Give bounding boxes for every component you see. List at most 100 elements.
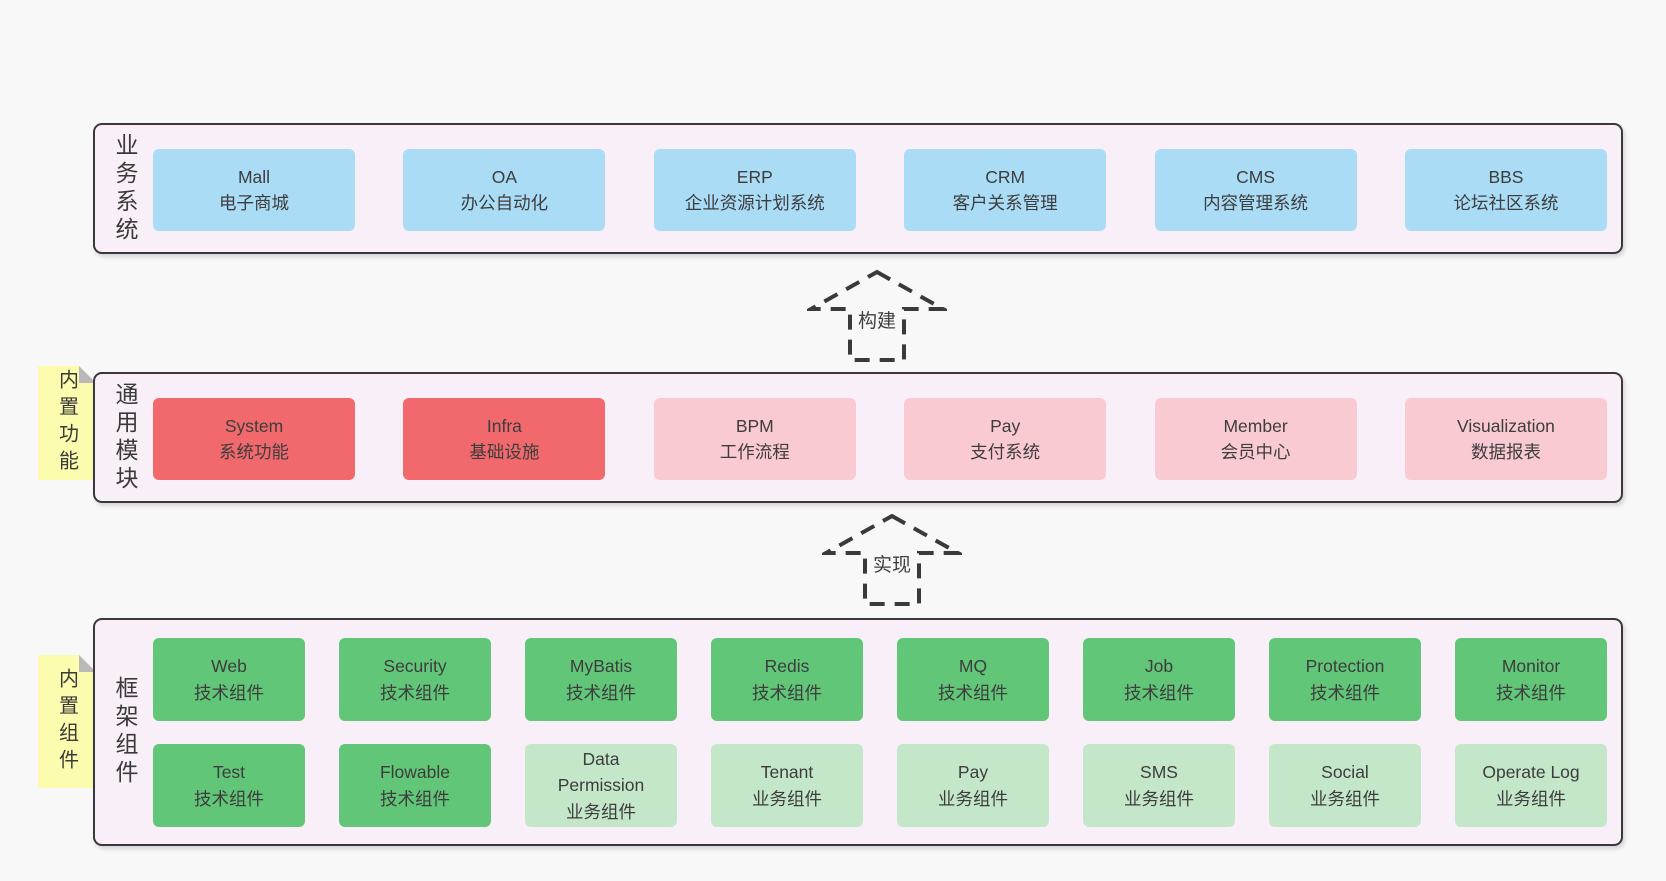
box-title: System xyxy=(224,415,284,436)
box-title: Operate Log xyxy=(1482,762,1580,783)
box-title: MyBatis xyxy=(569,656,633,677)
note-label: 内置组件 xyxy=(55,667,78,776)
box-subtitle: 业务组件 xyxy=(1310,788,1380,809)
box-member: Member 会员中心 xyxy=(1154,398,1357,480)
box-subtitle: 论坛社区系统 xyxy=(1453,193,1559,213)
box-mall: Mall 电子商城 xyxy=(153,149,355,231)
box-title: Visualization xyxy=(1456,415,1555,436)
box-cms: CMS 内容管理系统 xyxy=(1154,149,1357,231)
box-subtitle: 支付系统 xyxy=(970,442,1041,462)
section-header-common-modules: 通用模块 xyxy=(112,381,138,494)
box-subtitle: 会员中心 xyxy=(1220,442,1291,462)
box-title: Mall xyxy=(237,166,271,187)
arrow-build: 构建 xyxy=(807,268,947,364)
box-title: Data Permission xyxy=(557,749,645,796)
box-title: MQ xyxy=(958,656,988,677)
box-title: Job xyxy=(1144,656,1174,677)
box-title: Protection xyxy=(1305,656,1385,677)
box-bpm: BPM 工作流程 xyxy=(653,398,856,480)
box-mq: MQ 技术组件 xyxy=(897,638,1049,721)
box-subtitle: 业务组件 xyxy=(566,801,636,822)
box-subtitle: 电子商城 xyxy=(219,193,289,213)
arrow-implement: 实现 xyxy=(822,512,962,608)
box-security: Security 技术组件 xyxy=(339,638,491,721)
box-data-permission: Data Permission 业务组件 xyxy=(525,744,677,827)
box-erp: ERP 企业资源计划系统 xyxy=(653,149,856,231)
box-title: ERP xyxy=(736,166,773,187)
box-subtitle: 技术组件 xyxy=(194,682,264,703)
box-subtitle: 内容管理系统 xyxy=(1203,193,1309,213)
sticky-note-built-in-components: 内置组件 xyxy=(38,655,96,788)
arrow-build-label: 构建 xyxy=(854,306,900,333)
box-operate-log: Operate Log 业务组件 xyxy=(1455,744,1607,827)
box-subtitle: 技术组件 xyxy=(938,682,1008,703)
box-title: Pay xyxy=(957,762,989,783)
box-subtitle: 业务组件 xyxy=(1496,788,1566,809)
box-infra: Infra 基础设施 xyxy=(403,398,606,480)
common-modules-row: System 系统功能 Infra 基础设施 BPM 工作流程 Pay 支付系统… xyxy=(153,398,1607,480)
box-title: OA xyxy=(491,166,518,187)
box-subtitle: 业务组件 xyxy=(938,788,1008,809)
box-subtitle: 技术组件 xyxy=(752,682,822,703)
box-subtitle: 基础设施 xyxy=(469,442,540,462)
box-subtitle: 客户关系管理 xyxy=(952,193,1058,213)
box-subtitle: 工作流程 xyxy=(719,442,790,462)
section-header-business-systems: 业务系统 xyxy=(112,132,138,245)
box-subtitle: 企业资源计划系统 xyxy=(684,193,825,213)
framework-components-row-1: Web 技术组件 Security 技术组件 MyBatis 技术组件 Redi… xyxy=(153,638,1607,721)
box-title: Test xyxy=(212,762,246,783)
box-title: Member xyxy=(1223,415,1288,436)
box-title: Infra xyxy=(486,415,522,436)
box-test: Test 技术组件 xyxy=(153,744,305,827)
box-subtitle: 技术组件 xyxy=(194,788,264,809)
box-protection: Protection 技术组件 xyxy=(1269,638,1421,721)
box-subtitle: 业务组件 xyxy=(1124,788,1194,809)
box-subtitle: 技术组件 xyxy=(380,788,450,809)
dashed-up-arrow-icon xyxy=(807,269,947,362)
box-redis: Redis 技术组件 xyxy=(711,638,863,721)
note-label: 内置功能 xyxy=(55,369,78,477)
section-business-systems: 业务系统 Mall 电子商城 OA 办公自动化 ERP 企业资源计划系统 CRM… xyxy=(93,123,1623,254)
arrow-implement-label: 实现 xyxy=(869,550,915,577)
box-tenant: Tenant 业务组件 xyxy=(711,744,863,827)
box-title: Social xyxy=(1321,762,1369,783)
box-title: Flowable xyxy=(379,762,451,783)
sticky-note-built-in-features: 内置功能 xyxy=(38,366,96,480)
box-flowable: Flowable 技术组件 xyxy=(339,744,491,827)
box-bbs: BBS 论坛社区系统 xyxy=(1404,149,1607,231)
box-subtitle: 技术组件 xyxy=(380,682,450,703)
box-subtitle: 技术组件 xyxy=(1124,682,1194,703)
box-title: CMS xyxy=(1236,166,1275,187)
box-subtitle: 技术组件 xyxy=(1496,682,1566,703)
box-title: Tenant xyxy=(760,762,814,783)
box-job: Job 技术组件 xyxy=(1083,638,1235,721)
box-title: Web xyxy=(211,656,247,677)
box-subtitle: 数据报表 xyxy=(1470,442,1541,462)
box-subtitle: 系统功能 xyxy=(219,442,289,462)
section-framework-components: 框架组件 Web 技术组件 Security 技术组件 MyBatis 技术组件… xyxy=(93,618,1623,846)
box-subtitle: 办公自动化 xyxy=(460,193,549,213)
box-pay: Pay 支付系统 xyxy=(904,398,1107,480)
box-web: Web 技术组件 xyxy=(153,638,305,721)
section-header-framework-components: 框架组件 xyxy=(112,676,138,788)
dashed-up-arrow-icon xyxy=(822,513,962,606)
business-systems-row: Mall 电子商城 OA 办公自动化 ERP 企业资源计划系统 CRM 客户关系… xyxy=(153,149,1607,231)
box-crm: CRM 客户关系管理 xyxy=(904,149,1107,231)
box-monitor: Monitor 技术组件 xyxy=(1455,638,1607,721)
box-title: Monitor xyxy=(1501,656,1561,677)
box-title: BPM xyxy=(735,415,774,436)
box-title: Security xyxy=(383,656,447,677)
box-title: SMS xyxy=(1140,762,1178,783)
box-sms: SMS 业务组件 xyxy=(1083,744,1235,827)
box-title: BBS xyxy=(1488,166,1524,187)
box-subtitle: 技术组件 xyxy=(1310,682,1380,703)
box-title: Pay xyxy=(990,415,1021,436)
box-pay-biz: Pay 业务组件 xyxy=(897,744,1049,827)
box-system: System 系统功能 xyxy=(153,398,355,480)
framework-components-row-2: Test 技术组件 Flowable 技术组件 Data Permission … xyxy=(153,744,1607,827)
box-visualization: Visualization 数据报表 xyxy=(1404,398,1607,480)
box-social: Social 业务组件 xyxy=(1269,744,1421,827)
box-subtitle: 业务组件 xyxy=(752,788,822,809)
section-common-modules: 通用模块 System 系统功能 Infra 基础设施 BPM 工作流程 Pay… xyxy=(93,372,1623,503)
